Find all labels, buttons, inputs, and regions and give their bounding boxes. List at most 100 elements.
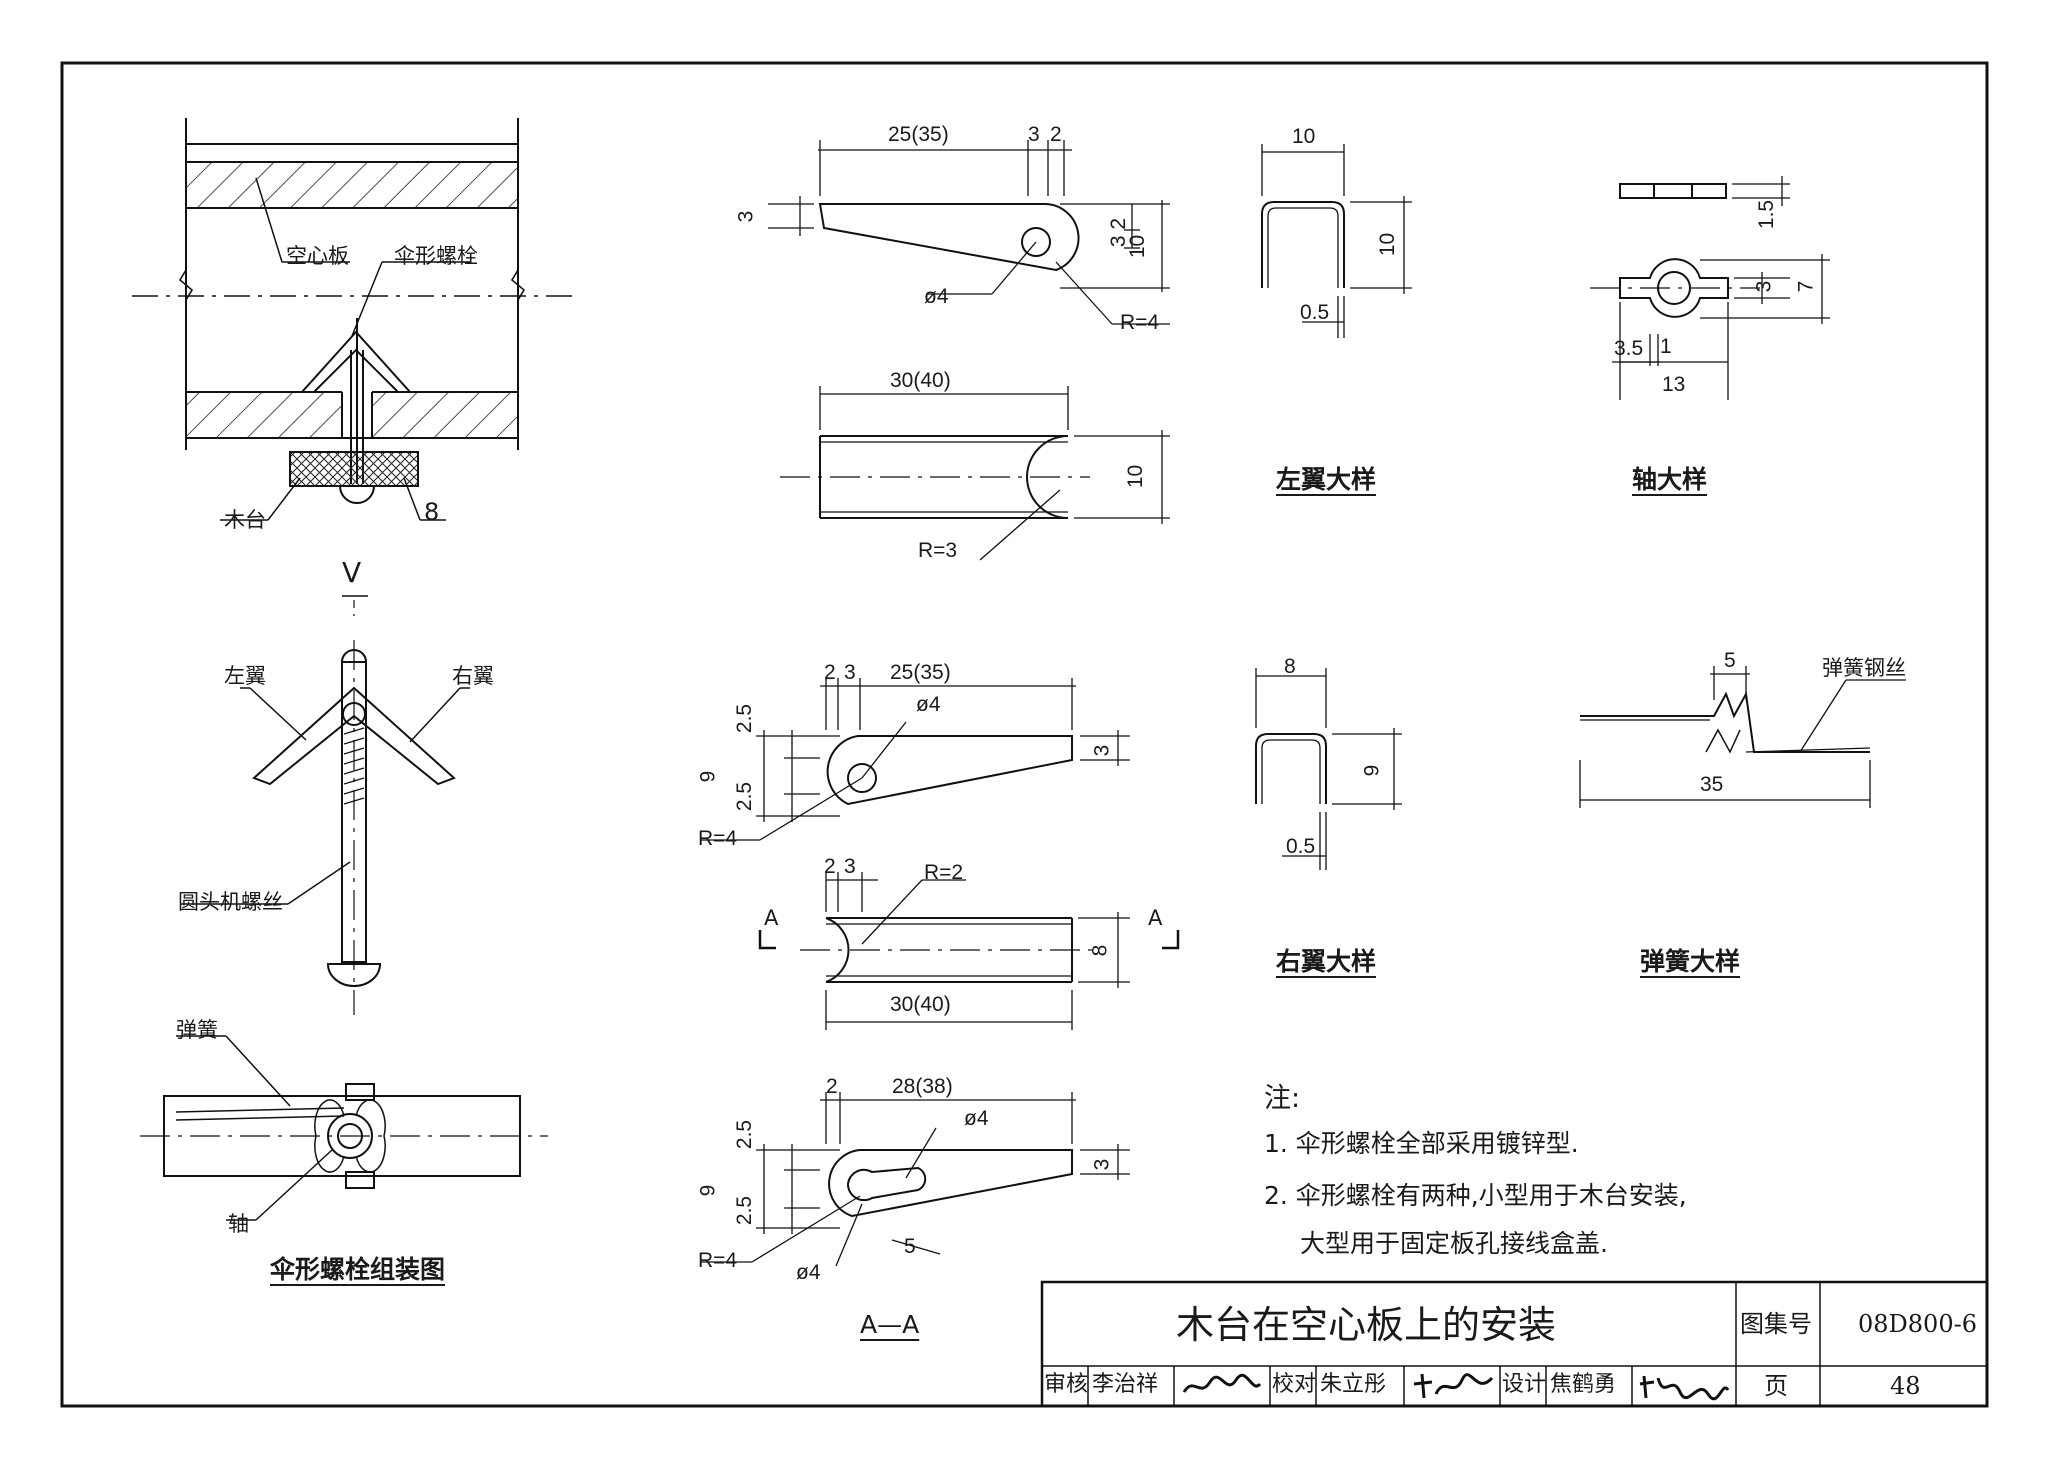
wood-base-number: 8 — [424, 498, 440, 526]
reviewer-signature — [1180, 1370, 1264, 1409]
wood-base-label: 木台 — [224, 508, 266, 532]
review-label: 审核 — [1044, 1372, 1089, 1397]
dim-rw-9: 9 — [696, 770, 720, 783]
assembly-caption: 伞形螺栓组装图 — [270, 1255, 446, 1284]
notes-heading: 注: — [1264, 1083, 1301, 1114]
installation-view — [132, 118, 572, 521]
dim-lw2-length: 30(40) — [890, 369, 951, 392]
dim-lw2-r3: R=3 — [918, 539, 958, 562]
title-block — [1040, 1280, 1989, 1408]
dim-aa-25b: 2.5 — [733, 1195, 757, 1226]
left-wing-label: 左翼 — [224, 664, 266, 688]
section-a-left: A — [764, 906, 779, 930]
shaft-detail — [1590, 176, 1830, 400]
dim-rw-length: 25(35) — [890, 661, 951, 684]
dim-rw-phi4: ø4 — [916, 693, 941, 716]
spring-label: 弹簧 — [176, 1018, 218, 1042]
drawing-title: 木台在空心板上的安装 — [1176, 1303, 1557, 1347]
dim-sh-15: 1.5 — [1755, 199, 1779, 230]
dim-rw-r4: R=4 — [698, 827, 738, 850]
checker-signature — [1410, 1370, 1496, 1409]
page-label: 页 — [1764, 1372, 1788, 1400]
dim-lw-2: 2 — [1050, 123, 1062, 146]
dim-lwd-10b: 10 — [1376, 232, 1400, 257]
dim-lw-r4: R=4 — [1120, 311, 1160, 334]
assembly-plan — [140, 1035, 548, 1221]
dim-lw-phi4: ø4 — [924, 285, 949, 308]
spring-wire-label: 弹簧钢丝 — [1822, 656, 1906, 680]
dim-aa-phi4b: ø4 — [796, 1261, 821, 1284]
reviewer-name: 李治祥 — [1092, 1372, 1159, 1397]
left-wing-detail-caption: 左翼大样 — [1276, 465, 1377, 494]
dim-rw2-r2: R=2 — [924, 861, 964, 884]
bolt-detail — [180, 595, 470, 1015]
page-number: 48 — [1890, 1372, 1921, 1400]
dim-aa-phi4a: ø4 — [964, 1107, 989, 1130]
left-wing-plan — [780, 386, 1170, 561]
dim-rw-25b: 2.5 — [733, 781, 757, 812]
round-head-screw-label: 圆头机螺丝 — [178, 890, 283, 914]
spring-detail-caption: 弹簧大样 — [1640, 947, 1741, 976]
right-wing-label: 右翼 — [452, 664, 494, 688]
dim-aa-length: 28(38) — [892, 1075, 953, 1098]
dim-lwd-10a: 10 — [1292, 125, 1316, 148]
dim-aa-2: 2 — [826, 1075, 838, 1098]
dim-rwd-8: 8 — [1284, 655, 1296, 678]
dim-rw2-2: 2 — [824, 855, 836, 878]
section-aa-caption: A—A — [860, 1310, 920, 1339]
dim-sh-1: 1 — [1660, 335, 1672, 358]
note-1: 1. 伞形螺栓全部采用镀锌型. — [1264, 1129, 1579, 1158]
designer-name: 焦鹤勇 — [1550, 1372, 1617, 1397]
section-a-right: A — [1148, 906, 1163, 930]
dim-lw-height3: 3 — [734, 210, 758, 223]
section-aa — [700, 1092, 1130, 1267]
dim-lw-10: 10 — [1126, 234, 1150, 259]
dim-sp-35: 35 — [1700, 773, 1724, 796]
design-label: 设计 — [1502, 1372, 1547, 1397]
dim-rw2-3: 3 — [844, 855, 856, 878]
atlas-label: 图集号 — [1740, 1310, 1812, 1338]
right-wing-detail — [1255, 668, 1402, 870]
hollow-slab-label: 空心板 — [286, 244, 349, 268]
checker-name: 朱立彤 — [1320, 1372, 1387, 1397]
dim-aa-5: 5 — [904, 1235, 916, 1258]
dim-lw2-10: 10 — [1124, 464, 1148, 489]
dim-sh-3: 3 — [1752, 280, 1776, 293]
dim-lwd-05: 0.5 — [1300, 301, 1330, 324]
atlas-number: 08D800-6 — [1858, 1310, 1977, 1338]
dim-rw-2: 2 — [824, 661, 836, 684]
dim-rwd-9: 9 — [1360, 764, 1384, 777]
dim-rw-h3: 3 — [1090, 744, 1114, 757]
dim-aa-r4: R=4 — [698, 1249, 738, 1272]
left-wing-elevation — [768, 140, 1170, 325]
dim-sh-7: 7 — [1794, 280, 1818, 293]
dim-lw-3: 3 — [1028, 123, 1040, 146]
left-wing-detail — [1261, 144, 1412, 338]
right-wing-plan — [758, 872, 1180, 1030]
dim-rw-3: 3 — [844, 661, 856, 684]
spring-detail — [1579, 666, 1906, 808]
dim-rw2-8: 8 — [1088, 944, 1112, 957]
note-3: 大型用于固定板孔接线盒盖. — [1300, 1229, 1608, 1258]
dim-aa-9: 9 — [696, 1184, 720, 1197]
right-wing-elevation — [700, 678, 1130, 841]
shaft-detail-caption: 轴大样 — [1632, 465, 1708, 494]
outer-frame — [60, 61, 1989, 1408]
view-v-label: V — [342, 556, 362, 589]
umbrella-bolt-label: 伞形螺栓 — [394, 244, 478, 268]
dim-aa-h3: 3 — [1090, 1158, 1114, 1171]
dim-rw-25a: 2.5 — [733, 703, 757, 734]
note-2: 2. 伞形螺栓有两种,小型用于木台安装, — [1264, 1181, 1687, 1210]
shaft-label: 轴 — [228, 1212, 249, 1236]
check-label: 校对 — [1272, 1372, 1317, 1397]
designer-signature — [1638, 1370, 1732, 1409]
dim-sh-13: 13 — [1662, 373, 1686, 396]
right-wing-detail-caption: 右翼大样 — [1276, 947, 1377, 976]
dim-rw2-length: 30(40) — [890, 993, 951, 1016]
dim-lw-length: 25(35) — [888, 123, 949, 146]
dim-aa-25a: 2.5 — [733, 1119, 757, 1150]
dim-sp-5: 5 — [1724, 649, 1736, 672]
dim-rwd-05: 0.5 — [1286, 835, 1316, 858]
dim-sh-35: 3.5 — [1614, 337, 1644, 360]
